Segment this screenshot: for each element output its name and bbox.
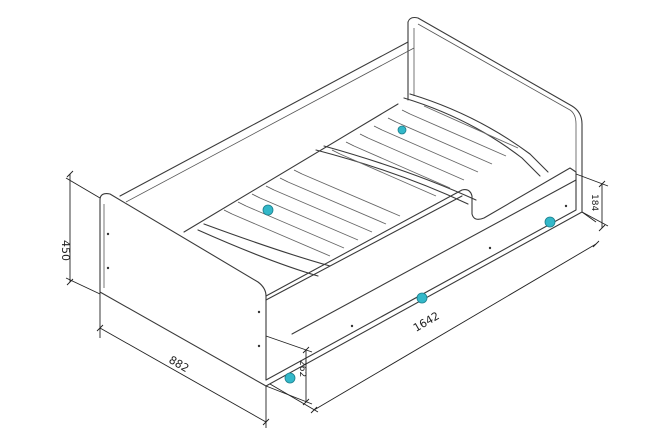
height-label: 450	[59, 240, 72, 261]
length-label: 1642	[411, 309, 442, 334]
dimension-length: 1642	[269, 211, 600, 414]
side-height-label: 184	[589, 194, 599, 211]
dimension-drawer-height: 262	[265, 335, 313, 406]
drawer-height-label: 262	[297, 360, 307, 377]
footboard	[99, 193, 267, 387]
caster-wheel-icon	[262, 125, 556, 384]
dimension-width: 882	[96, 292, 270, 428]
back-side-rail	[119, 41, 415, 203]
width-label: 882	[167, 353, 192, 375]
dimension-height: 450	[59, 170, 101, 295]
headboard	[407, 16, 583, 176]
dimension-side-height: 184	[575, 173, 609, 232]
slat-frame	[183, 93, 549, 277]
front-side-panel	[265, 167, 583, 387]
